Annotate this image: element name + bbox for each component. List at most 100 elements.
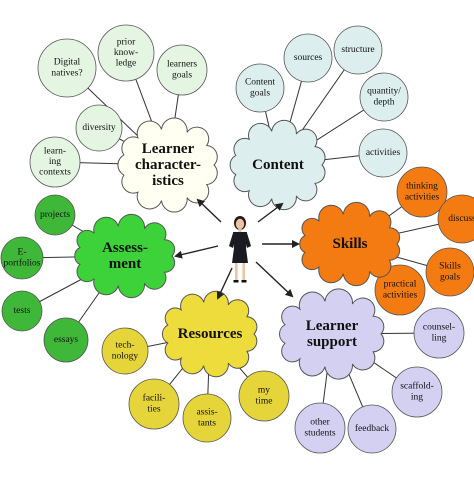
resources-node-label: tech- [116, 341, 135, 351]
skills-node-label: goals [440, 273, 460, 283]
arrow-5 [255, 261, 294, 298]
arrow-1 [257, 202, 284, 223]
support-node-circle [294, 402, 346, 454]
content-cloud-shape [229, 119, 326, 211]
support-node-label: ing [411, 393, 423, 403]
learner-node-label: ing [49, 157, 61, 167]
learner-cloud-shape [117, 117, 218, 213]
skills-node-circle [374, 264, 426, 316]
resources-node-circle [128, 378, 180, 430]
skills-hub: Skills [299, 201, 401, 287]
content-hub: Content [229, 119, 326, 211]
assessment-node-circle [43, 317, 89, 363]
learner-hub-label: istics [152, 173, 184, 189]
support-hub-label: Learner [306, 318, 359, 334]
learner-node-label: Digital [54, 58, 81, 68]
assessment-node-label: essays [54, 335, 79, 345]
support-node: feedback [347, 404, 397, 454]
learner-node-label: know- [114, 48, 138, 58]
skills-node-label: thinking [406, 182, 438, 192]
skills-node-label: activities [405, 193, 440, 203]
learner-node-circle [75, 104, 123, 152]
resources-hub-label: Resources [178, 326, 243, 342]
learner-node-circle [97, 24, 155, 82]
content-node: structure [333, 25, 383, 75]
learner-node-label: diversity [82, 123, 115, 133]
support-node-circle [391, 366, 443, 418]
skills-node-label: activities [383, 291, 418, 301]
support-node-circle [347, 404, 397, 454]
skills-hub-label: Skills [332, 236, 367, 252]
support-hub-label: support [307, 334, 357, 350]
learner-hub-label: character- [135, 157, 201, 173]
center-arrows [174, 198, 300, 300]
learner-node-label: learn- [44, 147, 66, 157]
resources-node-label: my [258, 386, 270, 396]
learner-node: diversity [75, 104, 123, 152]
resources-cloud-shape [161, 290, 258, 378]
assessment-cloud-shape [74, 213, 176, 299]
content-node-label: quantity/ [367, 87, 401, 97]
learner-node-circle [37, 38, 97, 98]
support-node-label: other [310, 418, 330, 428]
learner-node-circle [156, 44, 208, 96]
content-node-label: depth [373, 98, 394, 108]
skills-node-label: discuss [448, 214, 474, 224]
content-node-label: Content [245, 78, 275, 88]
skills-node-circle [396, 166, 448, 218]
support-node-label: feedback [355, 423, 390, 434]
skills-node-circle [425, 247, 474, 297]
support-cloud-shape [279, 288, 385, 380]
resources-node: tech-nology [101, 327, 149, 375]
learner-node-label: natives? [51, 69, 82, 79]
resources-node-label: nology [112, 352, 139, 362]
skills-node: discuss [437, 194, 474, 244]
content-node-label: sources [294, 53, 323, 63]
content-node-circle [283, 33, 333, 83]
resources-node: assis-tants [182, 393, 232, 443]
assessment-node-circle [0, 236, 44, 280]
support-node-label: ling [432, 334, 447, 344]
content-node-circle [359, 72, 409, 122]
skills-node-label: practical [384, 280, 417, 290]
learner-node-label: contexts [39, 168, 71, 178]
assessment-node-label: portfolios [4, 258, 41, 269]
resources-node-label: tants [198, 419, 216, 429]
assessment-hub-label: ment [109, 256, 142, 272]
support-node-label: scaffold- [400, 381, 434, 392]
content-node-label: structure [341, 45, 374, 55]
learner-node-circle [29, 136, 81, 188]
content-node-label: goals [250, 89, 270, 99]
content-node-circle [358, 128, 408, 178]
assessment-node-label: E- [18, 248, 27, 258]
resources-node: facili-ties [128, 378, 180, 430]
assessment-hub-label: Assess- [102, 240, 148, 256]
support-node: counsel-ling [413, 307, 465, 359]
content-node: quantity/depth [359, 72, 409, 122]
assessment-node-circle [1, 290, 43, 332]
skills-node-circle [437, 194, 474, 244]
resources-node-label: time [256, 397, 273, 407]
learner-node-label: ledge [116, 59, 137, 69]
learner-node-label: prior [117, 38, 136, 48]
person-figure [229, 216, 251, 283]
content-node: sources [283, 33, 333, 83]
resources-hub: Resources [161, 290, 258, 378]
skills-nodes: thinkingactivitiesdiscussSkillsgoalsprac… [374, 166, 474, 316]
support-node: scaffold-ing [391, 366, 443, 418]
